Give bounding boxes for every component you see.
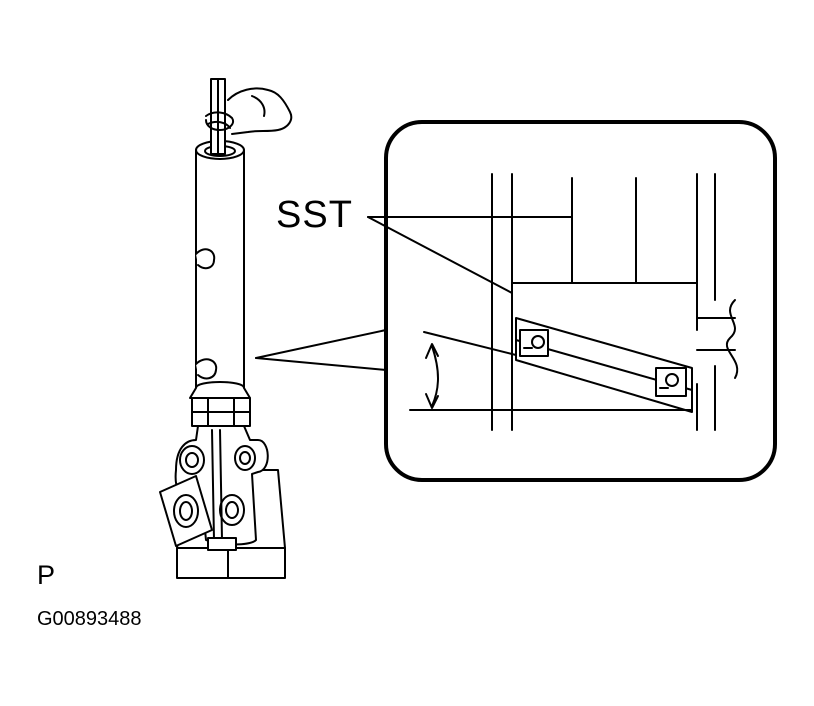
angle-indicator	[409, 331, 693, 411]
collar	[189, 381, 251, 427]
valve-housing	[174, 425, 269, 551]
figure-code: G00893488	[37, 608, 142, 630]
detail-inset	[367, 120, 777, 482]
side-port	[696, 299, 739, 379]
steering-rack-assembly	[159, 78, 293, 579]
view-letter: P	[37, 560, 56, 590]
side-flange	[159, 475, 213, 547]
sst-tool	[511, 282, 698, 413]
hand-with-rod	[205, 78, 293, 155]
callout-leader	[255, 329, 387, 371]
tube	[195, 140, 245, 389]
sst-label: SST	[276, 194, 353, 236]
